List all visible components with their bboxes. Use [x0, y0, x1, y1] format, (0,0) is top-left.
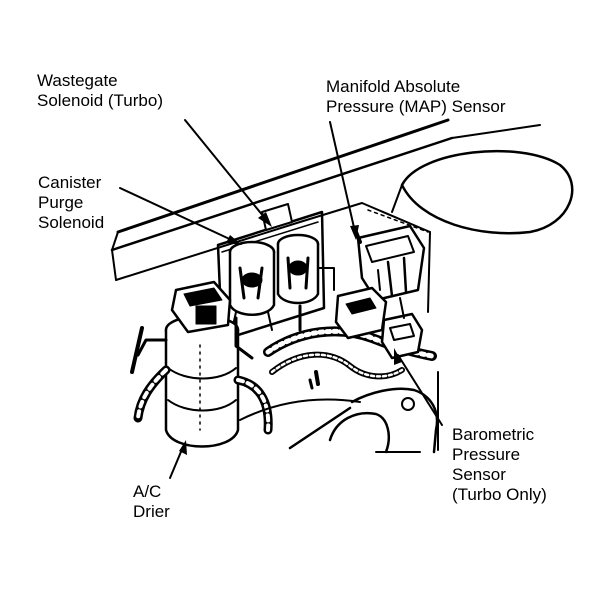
map-sensor: [354, 224, 426, 302]
label-line: Solenoid: [38, 213, 105, 232]
label-canister-purge-solenoid: Canister Purge Solenoid: [38, 173, 104, 233]
strut-tower: [367, 149, 574, 313]
engine-lower: [239, 371, 439, 454]
label-line: Solenoid (Turbo): [37, 91, 163, 110]
ac-drier: [164, 280, 240, 448]
label-barometric-pressure-sensor: Barometric Pressure Sensor (Turbo Only): [452, 425, 547, 505]
leader-lines: [119, 119, 443, 479]
label-line: Purge: [38, 193, 84, 212]
label-line: Canister: [38, 173, 102, 192]
label-line: Barometric: [452, 425, 535, 444]
label-line: Sensor: [452, 465, 506, 484]
canister-purge-solenoid: [228, 240, 276, 331]
label-line: Pressure (MAP) Sensor: [326, 97, 506, 116]
cowl-panel: [110, 118, 541, 281]
label-line: Manifold Absolute: [326, 77, 461, 96]
label-line: (Turbo Only): [452, 485, 547, 504]
label-wastegate-solenoid: Wastegate Solenoid (Turbo): [37, 71, 163, 111]
wastegate-solenoid: [276, 233, 335, 305]
label-map-sensor: Manifold Absolute Pressure (MAP) Sensor: [326, 77, 506, 117]
label-line: Wastegate: [37, 71, 118, 90]
label-ac-drier: A/C Drier: [133, 482, 170, 522]
label-line: A/C: [133, 482, 162, 501]
label-line: Drier: [133, 502, 170, 521]
ac-hoses: [130, 326, 273, 435]
leader-arrowheads: [179, 212, 402, 455]
label-line: Pressure: [452, 445, 521, 464]
barometric-pressure-sensor: [334, 286, 424, 360]
